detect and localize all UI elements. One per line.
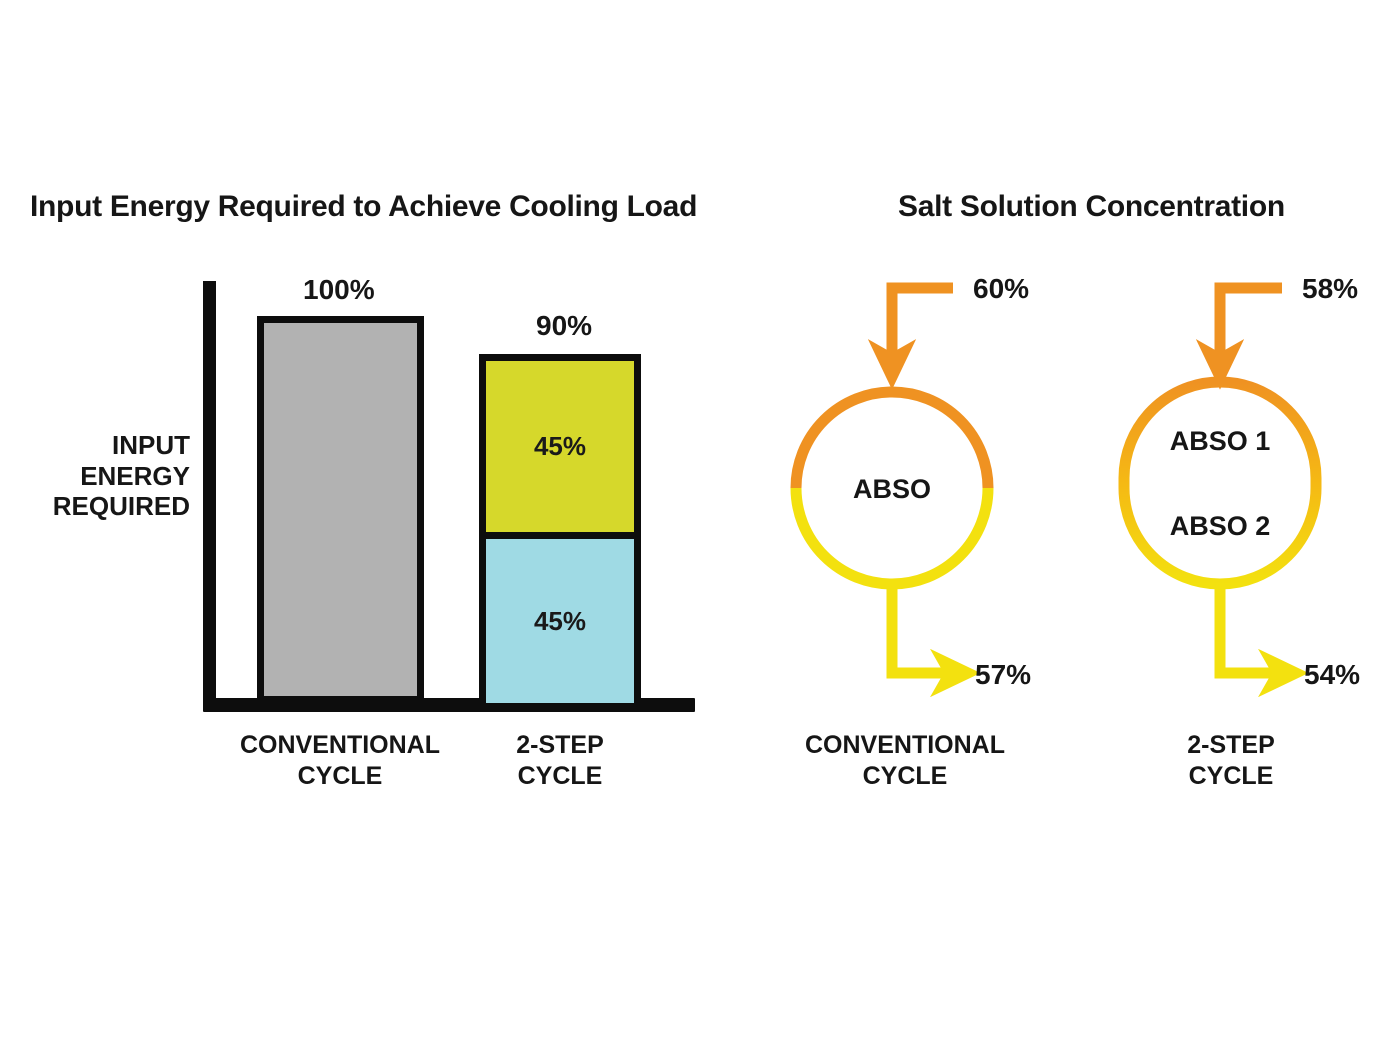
bar-two-step-cycle: 45% 45% — [479, 354, 641, 703]
inlet-arrow-conventional — [867, 282, 953, 390]
absorber-arc-left-two-step — [1118, 376, 1221, 590]
inlet-value-two-step: 58% — [1302, 273, 1358, 304]
absorber-label-conventional: ABSO — [853, 474, 931, 504]
salt-concentration-panel: Salt Solution Concentration ABSO 60% 5 — [760, 0, 1380, 1037]
bar-segment-lower: 45% — [486, 539, 634, 703]
diagram-two-step-absorber: ABSO 1 ABSO 2 58% 54% — [1118, 273, 1360, 698]
absorber-label-stage-2: ABSO 2 — [1170, 511, 1271, 541]
absorber-arc-bottom-conventional — [790, 487, 994, 590]
bar-segment-upper: 45% — [486, 361, 634, 539]
outlet-value-two-step: 54% — [1304, 659, 1360, 690]
diagram-conventional-absorber: ABSO 60% 57% — [790, 273, 1031, 698]
outlet-arrow-two-step — [1214, 584, 1309, 698]
absorber-arc-right-two-step — [1219, 376, 1322, 590]
inlet-arrow-two-step — [1195, 282, 1282, 390]
input-energy-panel: Input Energy Required to Achieve Cooling… — [30, 190, 698, 790]
absorber-label-stage-1: ABSO 1 — [1170, 426, 1271, 456]
outlet-arrow-conventional — [886, 584, 981, 698]
inlet-value-conventional: 60% — [973, 273, 1029, 304]
bar-total-label-conventional: 100% — [303, 274, 375, 305]
page-title-input-energy: Input Energy Required to Achieve Cooling… — [30, 190, 698, 223]
bar-total-label-two-step: 90% — [536, 310, 593, 341]
y-axis-line — [203, 281, 216, 711]
outlet-value-conventional: 57% — [975, 659, 1031, 690]
absorber-arc-top-conventional — [790, 386, 994, 489]
page-title-salt-concentration: Salt Solution Concentration — [898, 190, 1285, 223]
bar-conventional-cycle — [257, 316, 424, 703]
